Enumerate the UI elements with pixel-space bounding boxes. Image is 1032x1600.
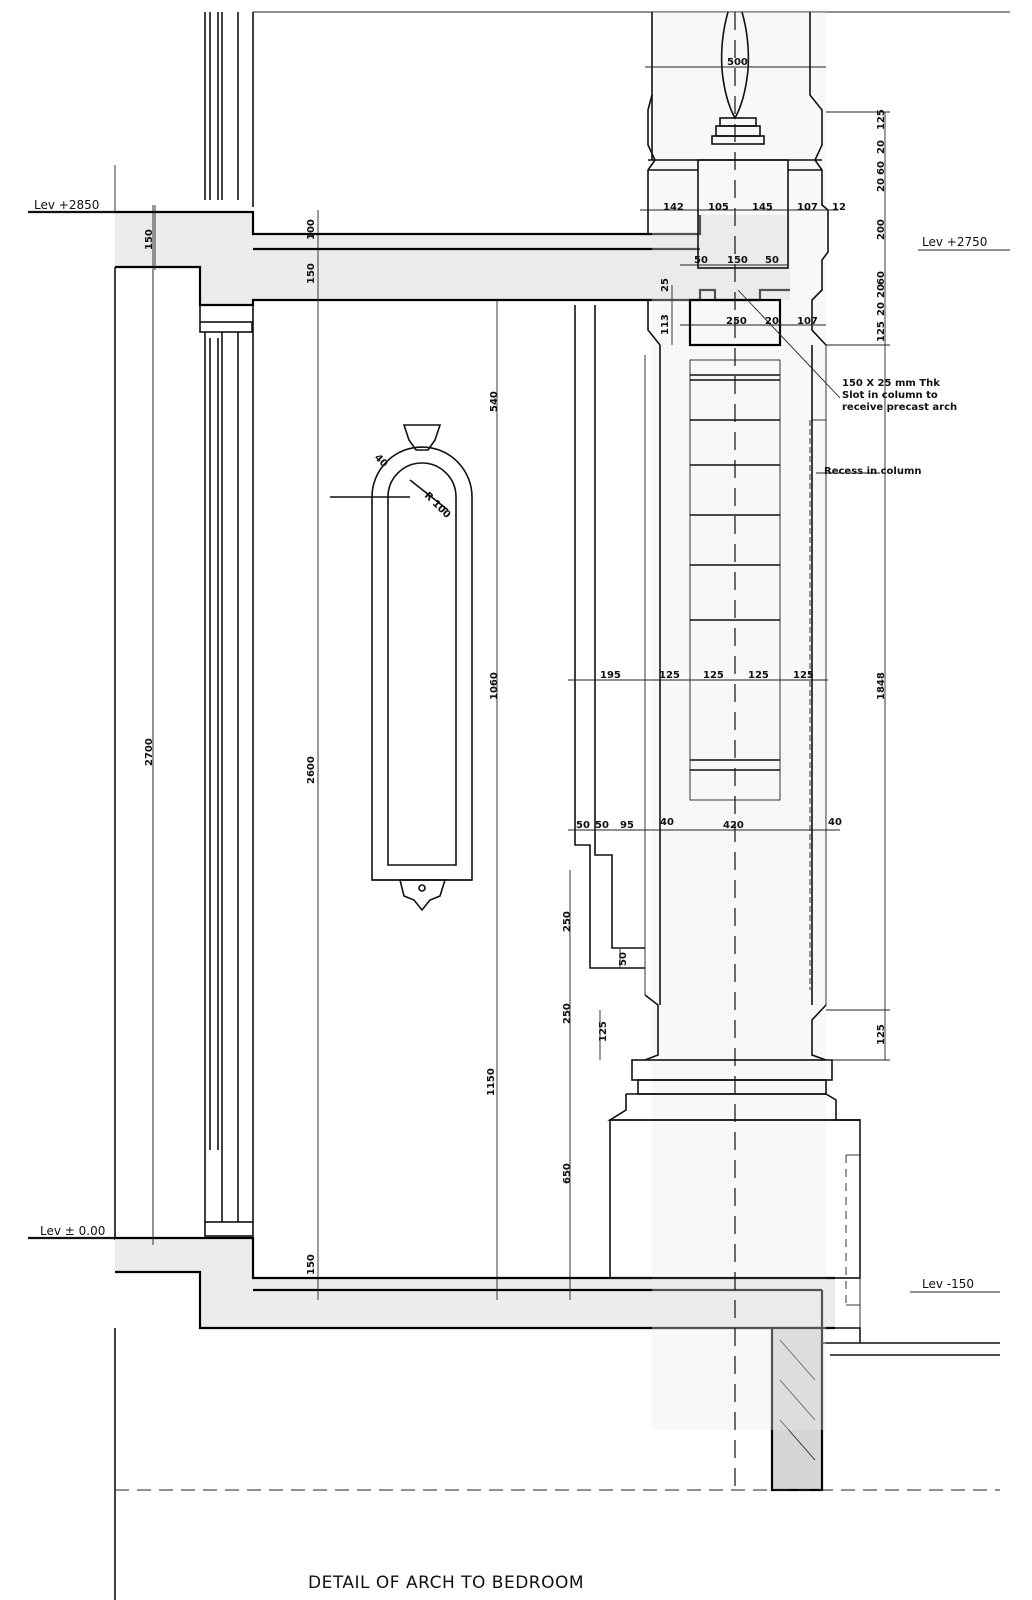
dim-95: 95 (620, 820, 634, 831)
dim-105: 105 (708, 202, 729, 213)
dim-500: 500 (727, 57, 748, 68)
dim-200-cap: 200 (876, 219, 887, 240)
lintel-slab (28, 210, 790, 333)
dim-125-3: 125 (748, 670, 769, 681)
dim-150-slot: 150 (727, 255, 748, 266)
dim-40-right: 40 (828, 817, 842, 828)
level-bottom-right: Lev -150 (922, 1277, 974, 1291)
dim-60-cap-a: 60 (876, 161, 887, 175)
lower-window-frame (204, 332, 254, 1237)
dim-107-top: 107 (797, 202, 818, 213)
dim-113: 113 (660, 314, 671, 335)
dim-150-lintel-left: 150 (144, 229, 155, 250)
dim-20-cap-d: 20 (876, 302, 887, 316)
dim-2700: 2700 (144, 738, 155, 766)
dim-250-top: 250 (726, 316, 747, 327)
left-wall (114, 165, 156, 1240)
dim-40-left: 40 (660, 817, 674, 828)
dim-20-cap-a: 20 (876, 140, 887, 154)
dim-107-bottom: 107 (797, 316, 818, 327)
dim-420: 420 (723, 820, 744, 831)
dim-125-2: 125 (703, 670, 724, 681)
dimension-lines (152, 66, 890, 1300)
dim-20-cap-c: 20 (876, 284, 887, 298)
level-marks (28, 211, 1010, 1293)
dim-125-cap: 125 (876, 109, 887, 130)
slot-note-line-3: receive precast arch (842, 402, 957, 413)
leader-lines (737, 289, 880, 474)
dim-195: 195 (600, 670, 621, 681)
dim-125-1: 125 (659, 670, 680, 681)
dim-250-upper: 250 (562, 911, 573, 932)
dim-125-shaft-top: 125 (876, 321, 887, 342)
dim-540: 540 (489, 391, 500, 412)
dim-250-lower: 250 (562, 1003, 573, 1024)
dim-142: 142 (663, 202, 684, 213)
floor-slab (28, 1236, 1000, 1600)
column (607, 11, 861, 1490)
dim-20-cap-b: 20 (876, 178, 887, 192)
dim-20-slot: 20 (765, 316, 779, 327)
dim-150-lintel: 150 (306, 263, 317, 284)
dim-50-step: 50 (618, 952, 629, 966)
dim-50-left: 50 (694, 255, 708, 266)
dim-40-niche: 40 (372, 452, 390, 470)
level-floor: Lev ± 0.00 (40, 1224, 105, 1238)
drawing-title: DETAIL OF ARCH TO BEDROOM (308, 1573, 584, 1593)
recess-in-column (809, 419, 826, 990)
dim-125-plinth: 125 (598, 1021, 609, 1042)
dim-2600: 2600 (306, 756, 317, 784)
dim-150-floor: 150 (306, 1254, 317, 1275)
recess-note: Recess in column (824, 466, 922, 477)
dim-50-right: 50 (765, 255, 779, 266)
upper-window-frame (204, 11, 1010, 207)
dim-100: 100 (306, 219, 317, 240)
dim-r100-niche: R 100 (422, 490, 452, 520)
dim-50-b: 50 (595, 820, 609, 831)
level-top-left: Lev +2850 (34, 198, 99, 212)
dim-60-cap-b: 60 (876, 271, 887, 285)
dim-12: 12 (832, 202, 846, 213)
dim-25: 25 (660, 278, 671, 292)
dim-50-a: 50 (576, 820, 590, 831)
dim-1848: 1848 (876, 672, 887, 700)
dim-650: 650 (562, 1163, 573, 1184)
slot-note-line-2: Slot in column to (842, 390, 938, 401)
dim-125-4: 125 (793, 670, 814, 681)
arch-profile (574, 305, 645, 969)
dim-1150: 1150 (486, 1068, 497, 1096)
dim-125-base: 125 (876, 1024, 887, 1045)
wall-niche (330, 424, 473, 912)
dim-1060: 1060 (489, 672, 500, 700)
level-top-right: Lev +2750 (922, 235, 987, 249)
dim-145: 145 (752, 202, 773, 213)
slot-note-line-1: 150 X 25 mm Thk (842, 378, 940, 389)
